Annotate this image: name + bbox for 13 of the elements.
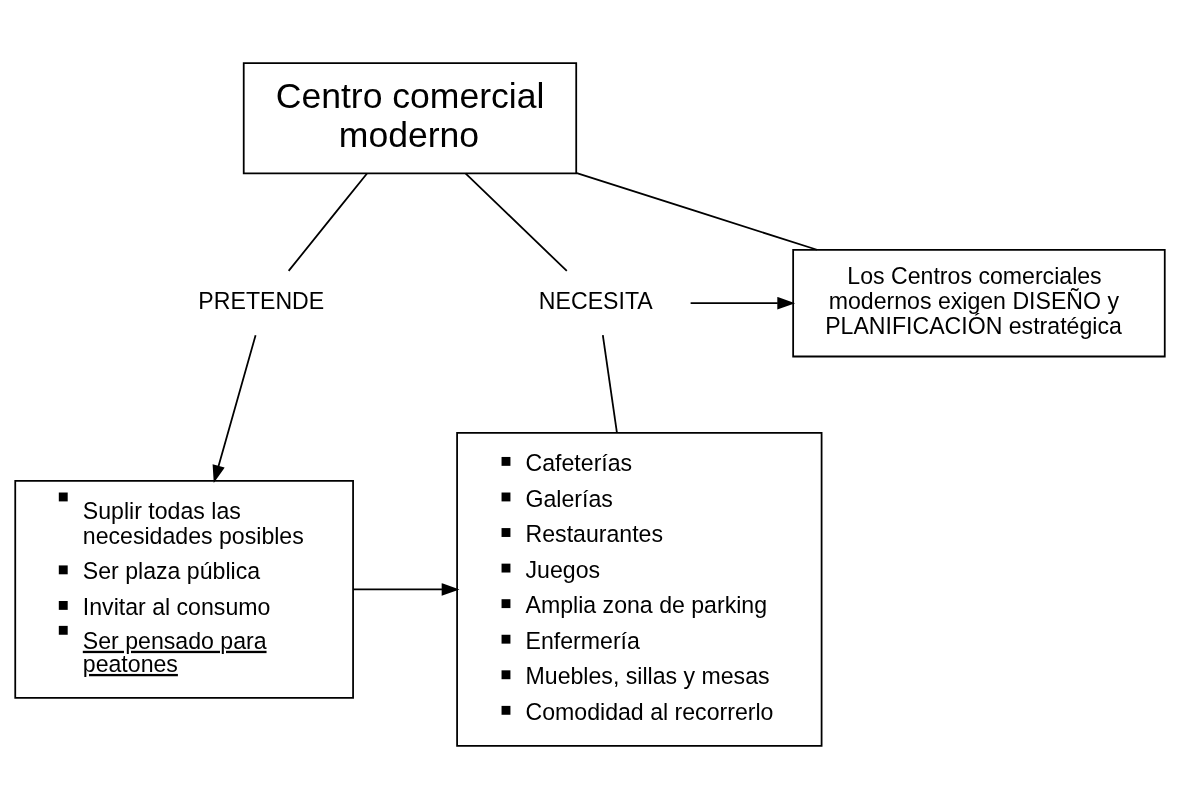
- connector: [601, 334, 618, 434]
- arrow: [212, 334, 257, 484]
- node-box: Suplir todas las necesidades posibles Ser plaza pública Invitar al consumo Ser pensado para peatones: [14, 480, 354, 699]
- node-box: Los Centros comerciales modernos exigen DISEÑO y PLANIFICACIÓN estratégica: [792, 248, 1166, 358]
- connector: [464, 172, 568, 272]
- connector: [287, 172, 368, 272]
- node-box: Cafeterías Galerías Restaurantes Juegos Amplia zona de parking Enfermería Muebles, sillas y mesas Comodidad al recorrerlo: [456, 432, 823, 747]
- node-text: PRETENDE: [198, 288, 325, 315]
- connector: [575, 172, 818, 251]
- node-box: Centro comercial moderno: [242, 62, 578, 175]
- arrow: [352, 583, 460, 596]
- arrow: [689, 296, 796, 310]
- node-text: NECESITA: [538, 288, 653, 315]
